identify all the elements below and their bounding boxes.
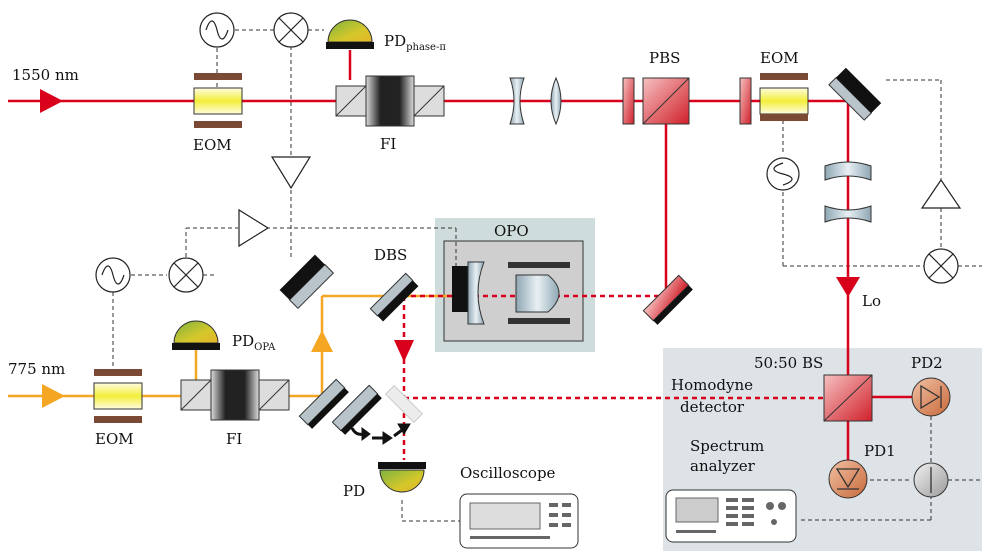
label-opo: OPO [494, 222, 529, 240]
waveplate-icon [739, 77, 752, 125]
amplifier-icon [270, 156, 312, 190]
mixer-icon [273, 12, 309, 48]
beam-sampler-icon [298, 378, 349, 429]
mixer-icon [923, 248, 959, 284]
eom-bottom-icon [93, 369, 143, 423]
mixer-icon [168, 257, 204, 293]
subtractor-icon [913, 462, 949, 498]
lens-lo-2-icon [824, 205, 872, 223]
waveplate-icon [622, 77, 635, 125]
label-pd1: PD1 [864, 442, 896, 460]
motion-arrows-icon [350, 423, 411, 445]
pd2-icon [911, 377, 951, 417]
arrow-775-up-icon [311, 330, 333, 352]
label-spectrum-1: Spectrum [690, 437, 764, 455]
mirror-left-icon [279, 254, 335, 310]
label-bs-5050: 50:50 BS [754, 354, 823, 372]
pd1-icon [828, 459, 868, 499]
opo-cavity-icon [452, 261, 570, 325]
arrow-775-icon [42, 384, 65, 408]
eom-right-icon [759, 73, 809, 121]
arrow-1550-icon [40, 89, 63, 113]
label-eom-right: EOM [760, 49, 799, 67]
flip-mirror-icon [384, 384, 424, 424]
label-pd-opa: PDOPA [232, 332, 276, 353]
mirror-top-right-icon [828, 67, 882, 121]
amplifier-icon [238, 208, 270, 248]
photodiode-phase-icon [326, 19, 374, 49]
electrical-connections [112, 29, 982, 522]
signal-generator-icon [199, 12, 235, 48]
faraday-isolator-bottom-icon [180, 369, 290, 421]
amplifier-icon [920, 178, 962, 209]
label-pbs: PBS [649, 49, 680, 67]
label-homodyne-2: detector [680, 398, 745, 416]
eom-top-icon [193, 73, 243, 128]
label-eom-top: EOM [193, 136, 232, 154]
signal-generator-icon [95, 257, 131, 293]
pbs-icon [642, 77, 690, 125]
label-spectrum-2: analyzer [690, 457, 756, 475]
label-1550nm: 1550 nm [12, 66, 79, 84]
lens-convex-icon [550, 76, 562, 126]
label-pd-phase: PDphase-π [384, 32, 446, 53]
mirror-red-icon [642, 274, 693, 325]
oscilloscope-icon [459, 493, 579, 549]
label-oscilloscope: Oscilloscope [460, 464, 556, 482]
arrow-squeezed-down-icon [394, 340, 414, 362]
label-dbs: DBS [374, 246, 407, 264]
label-eom-bottom: EOM [95, 430, 134, 448]
beam-sampler-icon [331, 384, 382, 435]
photodiode-opa-icon [172, 320, 220, 350]
label-pd-scope: PD [343, 482, 365, 500]
dbs-icon [369, 272, 419, 322]
signal-generator-icon [766, 157, 800, 191]
faraday-isolator-top-icon [335, 75, 445, 127]
bs-5050-icon [823, 374, 873, 422]
lens-concave-icon [509, 77, 525, 125]
label-homodyne-1: Homodyne [671, 376, 753, 394]
label-fi-top: FI [380, 135, 396, 153]
label-775nm: 775 nm [8, 360, 65, 378]
photodiode-scope-icon [378, 462, 426, 493]
spectrum-analyzer-icon [665, 489, 797, 543]
lens-lo-1-icon [824, 161, 872, 181]
label-lo: Lo [862, 292, 881, 310]
label-pd2: PD2 [911, 354, 943, 372]
arrow-lo-icon [836, 277, 860, 297]
label-fi-bottom: FI [226, 430, 242, 448]
